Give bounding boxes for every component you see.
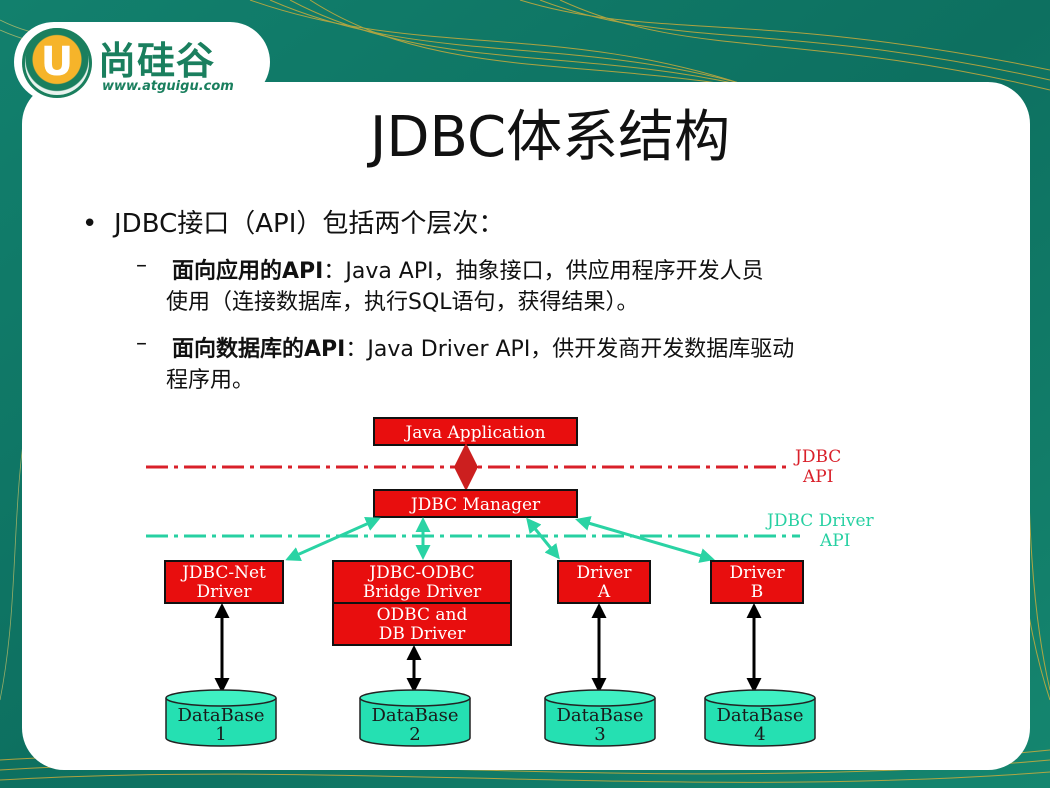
database-3-cylinder: DataBase 3: [544, 689, 656, 747]
database-1-cylinder: DataBase 1: [165, 689, 277, 747]
logo-u-letter: U: [40, 39, 74, 85]
odbc-db-driver-box: [332, 602, 512, 646]
slide-title: JDBC体系结构: [369, 105, 731, 170]
database-4-label-line1: DataBase: [717, 705, 804, 726]
jdbc-api-label-line1: JDBC: [793, 447, 841, 467]
manager-drivera-arrow: [526, 517, 560, 560]
jdbc-odbc-bridge-box: [332, 560, 512, 604]
database-2-cylinder: DataBase 2: [359, 689, 471, 747]
database-1-label-line2: 1: [215, 724, 226, 745]
database-2-label-line2: 2: [409, 724, 420, 745]
sub-bullet-bold: 面向数据库的API: [172, 337, 346, 362]
manager-driverb-arrow: [575, 516, 715, 563]
database-4-cylinder: DataBase 4: [704, 689, 816, 747]
sub-bullet-text-cont: 程序用。: [166, 368, 255, 393]
sub-bullet-text: ：Java Driver API，供开发商开发数据库驱动: [345, 337, 795, 362]
jdbc-odbc-bridge-label-line1: JDBC-ODBC: [367, 563, 474, 583]
bullet-jdbc-interface: • JDBC接口（API）包括两个层次：: [82, 203, 504, 240]
logo-name: 尚硅谷: [98, 39, 216, 83]
driver-a-label-line2: A: [597, 582, 611, 602]
jdbc-api-label-line2: API: [802, 467, 833, 487]
driver-a-label-line1: Driver: [577, 563, 633, 583]
jdbc-odbc-bridge-label-line2: Bridge Driver: [363, 582, 482, 602]
manager-netdriver-arrow: [285, 517, 381, 561]
bullet-text: JDBC接口（API）包括两个层次：: [114, 209, 505, 239]
jdbc-manager-box: [373, 489, 578, 518]
database-1-label-line1: DataBase: [178, 705, 265, 726]
jdbc-net-driver-label-line1: JDBC-Net: [180, 563, 266, 583]
java-application-box: [373, 417, 578, 446]
database-3-label-line2: 3: [594, 724, 605, 745]
database-3-label-line1: DataBase: [557, 705, 644, 726]
sub-bullet-text: ：Java API，抽象接口，供应用程序开发人员: [323, 259, 764, 284]
odbc-db-driver-label-line2: DB Driver: [379, 624, 466, 644]
sub-bullet-bold: 面向应用的API: [172, 259, 324, 284]
sub-bullet-text-cont: 使用（连接数据库，执行SQL语句，获得结果）。: [166, 290, 639, 315]
driver-b-label-line2: B: [751, 582, 764, 602]
sub-bullet-dash: –: [136, 331, 147, 356]
logo-url: www.atguigu.com: [102, 79, 234, 94]
driver-api-label-line2: API: [819, 531, 850, 551]
bullet-marker: •: [82, 209, 98, 239]
odbc-db-driver-label-line1: ODBC and: [377, 605, 468, 625]
sub-bullet-dash: –: [136, 253, 147, 278]
driver-b-label-line1: Driver: [730, 563, 786, 583]
java-application-label: Java Application: [403, 423, 545, 443]
logo-u-icon: U: [22, 28, 92, 98]
database-2-label-line1: DataBase: [372, 705, 459, 726]
driver-api-label-line1: JDBC Driver: [765, 511, 875, 531]
jdbc-net-driver-label-line2: Driver: [197, 582, 253, 602]
jdbc-manager-label: JDBC Manager: [409, 495, 541, 515]
driver-a-box: [557, 560, 651, 604]
driver-b-box: [710, 560, 804, 604]
database-4-label-line2: 4: [754, 724, 765, 745]
